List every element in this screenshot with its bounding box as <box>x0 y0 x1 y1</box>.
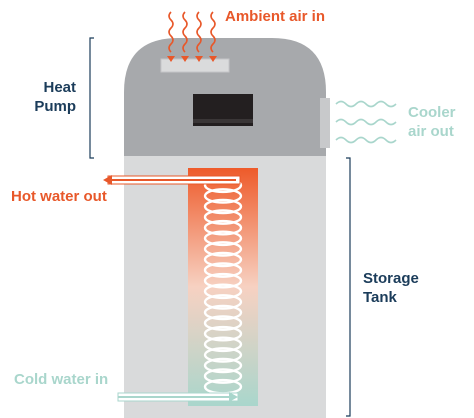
coil-loop <box>203 251 243 268</box>
coil-loop <box>203 272 243 289</box>
cold-water-arrow-icon <box>229 392 238 402</box>
coil-loop <box>203 198 243 215</box>
heat-pump-label-line1: Heat <box>43 79 76 96</box>
air-outlet-vent <box>320 98 330 148</box>
cold-water-in-pipe <box>117 392 239 402</box>
coil-loop <box>203 209 243 225</box>
cooler-air-out-label-line1: Cooler <box>408 104 456 121</box>
coil-loop <box>203 336 243 353</box>
coil-loop <box>203 325 243 342</box>
coil-loop <box>203 283 243 300</box>
coil-loop <box>203 304 243 321</box>
coil-loop <box>203 368 243 384</box>
ambient-air-in-label: Ambient air in <box>225 8 325 25</box>
coil-loop <box>203 188 243 204</box>
coil-loop <box>203 262 243 278</box>
heat-pump-bracket <box>89 37 94 159</box>
cold-water-in-label: Cold water in <box>14 371 108 388</box>
hot-water-out-pipe <box>107 175 241 185</box>
coil-loop <box>203 241 243 257</box>
storage-tank-label-line2: Tank <box>363 289 398 306</box>
air-intake-grille <box>160 58 230 73</box>
storage-tank-label-line1: Storage <box>363 270 419 287</box>
ambient-air-arrows <box>168 11 216 53</box>
hot-water-out-label: Hot water out <box>11 188 107 205</box>
ambient-air-arrowheads-icon <box>167 56 217 62</box>
heat-pump-label-line2: Pump <box>34 98 76 115</box>
storage-tank-bracket <box>346 157 351 417</box>
hot-water-arrow-icon <box>103 175 112 185</box>
coil-loop <box>203 294 243 310</box>
coil-loop <box>203 347 243 363</box>
coil-loop <box>203 315 243 331</box>
cooler-air-waves <box>335 100 397 144</box>
coil-loop <box>203 219 243 236</box>
coil-loop <box>203 357 243 374</box>
cooler-air-out-label-line2: air out <box>408 123 454 140</box>
heating-coil <box>203 177 243 395</box>
coil-loop <box>203 230 243 247</box>
control-display-strip <box>193 119 253 123</box>
